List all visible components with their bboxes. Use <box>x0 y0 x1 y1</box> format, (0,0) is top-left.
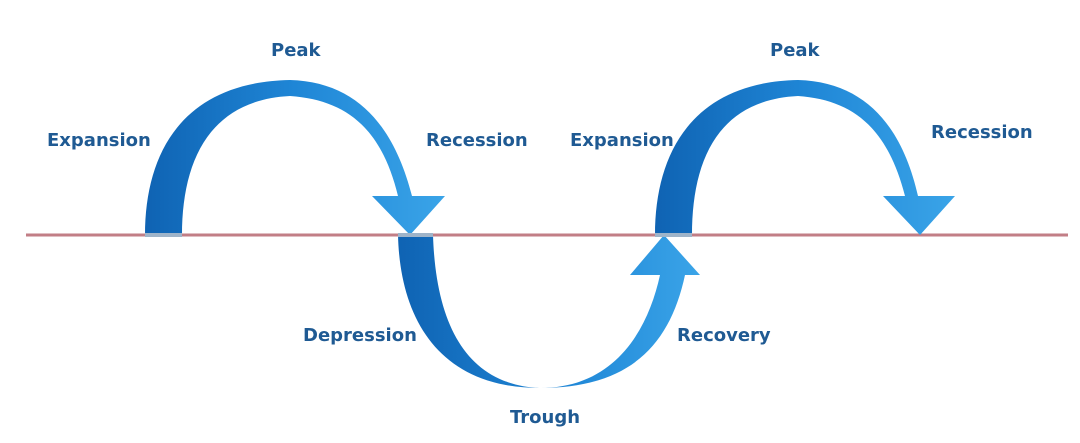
baseline-cap-1 <box>145 233 182 237</box>
label-expansion-2: Expansion <box>570 130 674 151</box>
label-trough: Trough <box>510 407 581 428</box>
label-recession-2: Recession <box>931 122 1033 143</box>
label-peak-2: Peak <box>770 40 820 61</box>
label-recovery: Recovery <box>677 325 771 346</box>
label-peak-1: Peak <box>271 40 321 61</box>
arrow-trough <box>398 235 700 388</box>
arrow-cycle-2-upper <box>655 80 955 235</box>
label-recession-1: Recession <box>426 130 528 151</box>
arrow-cycle-1-upper <box>145 80 445 235</box>
baseline-cap-2 <box>398 233 433 237</box>
baseline-cap-3 <box>655 233 692 237</box>
label-depression: Depression <box>303 325 417 346</box>
label-expansion-1: Expansion <box>47 130 151 151</box>
